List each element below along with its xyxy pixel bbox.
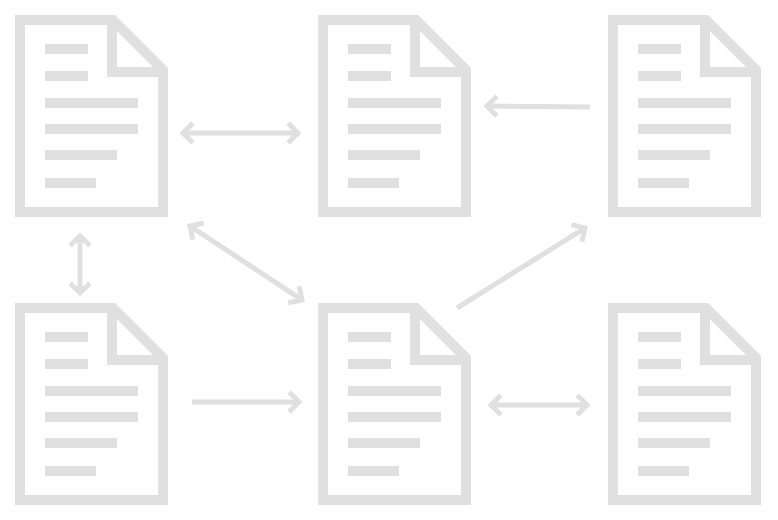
text-line	[638, 332, 681, 342]
document-icon	[608, 15, 761, 217]
document-icon	[318, 303, 471, 505]
text-line	[638, 44, 681, 54]
text-line	[45, 150, 117, 160]
doc-bottom-left	[15, 303, 168, 505]
text-line	[45, 332, 88, 342]
doc-top-left	[15, 15, 168, 217]
text-line	[348, 386, 441, 396]
arrow-doc-top-left-to-doc-top-middle	[179, 121, 302, 145]
text-line	[45, 71, 88, 81]
text-line	[45, 412, 138, 422]
text-line	[45, 178, 96, 188]
document-icon	[608, 303, 761, 505]
text-line	[45, 44, 88, 54]
text-line	[638, 466, 689, 476]
text-line	[45, 124, 138, 134]
arrow-shaft	[486, 103, 591, 110]
arrow-doc-bottom-middle-to-doc-bottom-right	[487, 393, 591, 417]
text-line	[348, 98, 441, 108]
arrowhead-icon	[570, 222, 588, 243]
text-line	[638, 412, 731, 422]
arrowhead-icon	[187, 220, 205, 241]
text-line	[638, 71, 681, 81]
text-line	[348, 124, 441, 134]
arrowhead-icon	[483, 94, 499, 118]
text-line	[348, 466, 399, 476]
doc-bottom-middle	[318, 303, 471, 505]
text-line	[638, 438, 710, 448]
arrowhead-icon	[68, 232, 92, 248]
document-icon	[15, 303, 168, 505]
text-line	[45, 466, 96, 476]
text-line	[348, 332, 391, 342]
text-line	[348, 150, 420, 160]
text-line	[638, 359, 681, 369]
text-line	[348, 71, 391, 81]
arrowhead-icon	[487, 393, 503, 417]
doc-top-right	[608, 15, 761, 217]
doc-bottom-right	[608, 303, 761, 505]
arrowhead-icon	[287, 390, 303, 414]
text-line	[638, 124, 731, 134]
text-line	[45, 438, 117, 448]
arrow-doc-bottom-left-to-doc-bottom-middle	[192, 390, 303, 414]
text-line	[348, 438, 420, 448]
text-line	[638, 150, 710, 160]
text-line	[638, 98, 731, 108]
arrow-doc-top-left-to-doc-bottom-left	[68, 232, 92, 297]
text-line	[45, 359, 88, 369]
arrow-shaft	[455, 225, 587, 311]
text-line	[348, 44, 391, 54]
text-line	[45, 386, 138, 396]
arrow-doc-top-right-to-doc-top-middle	[483, 94, 591, 118]
arrow-doc-bottom-middle-to-doc-top-right	[455, 222, 588, 311]
arrowhead-icon	[179, 121, 195, 145]
text-line	[348, 359, 391, 369]
arrowhead-icon	[68, 281, 92, 297]
text-line	[348, 178, 399, 188]
text-line	[45, 98, 138, 108]
arrowhead-icon	[575, 393, 591, 417]
arrow-shaft	[188, 223, 304, 303]
document-icon	[15, 15, 168, 217]
document-icon	[318, 15, 471, 217]
arrowhead-icon	[287, 285, 305, 306]
arrowhead-icon	[286, 121, 302, 145]
text-line	[638, 178, 689, 188]
text-line	[348, 412, 441, 422]
text-line	[638, 386, 731, 396]
doc-top-middle	[318, 15, 471, 217]
arrow-doc-top-left-to-doc-bottom-middle	[187, 220, 305, 306]
